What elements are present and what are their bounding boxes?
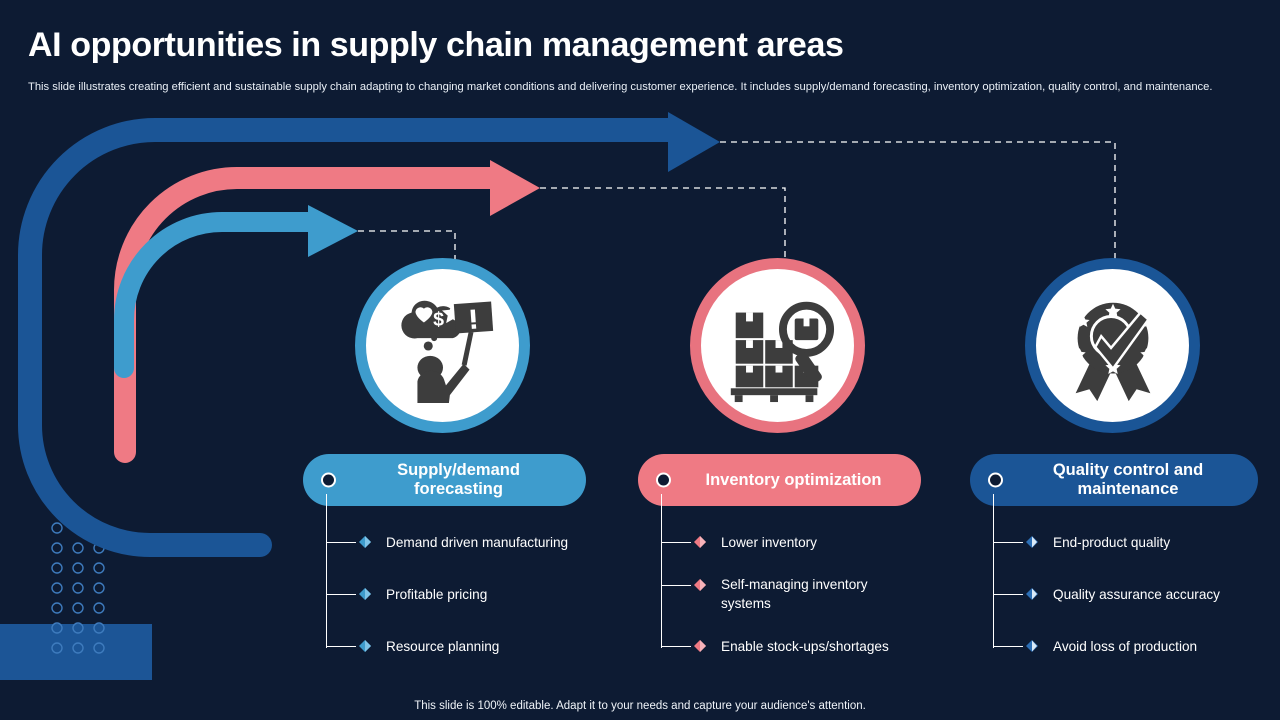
bullet-stem — [326, 645, 356, 647]
diamond-arrow-icon — [691, 578, 709, 592]
page-subtitle: This slide illustrates creating efficien… — [28, 81, 1213, 93]
pill-node-dot-3 — [988, 472, 1003, 488]
diamond-arrow-icon — [356, 587, 374, 601]
bullet-stem — [993, 645, 1023, 647]
list-item[interactable]: Demand driven manufacturing — [326, 532, 568, 552]
bullet-stem — [326, 541, 356, 543]
bullet-text: Quality assurance accuracy — [1053, 586, 1220, 602]
bullet-text: Avoid loss of production — [1053, 638, 1198, 654]
list-item[interactable]: Lower inventory — [661, 532, 817, 552]
bullet-text: Resource planning — [386, 638, 500, 654]
bullet-text: Lower inventory — [721, 534, 817, 550]
bullet-spine-1 — [326, 494, 327, 648]
bullet-stem — [661, 645, 691, 647]
list-item[interactable]: Profitable pricing — [326, 584, 487, 604]
list-item[interactable]: Self-managing inventory systems — [661, 575, 868, 611]
boxes-magnifier-icon — [719, 287, 837, 405]
inner-light-blue-arrowhead — [308, 205, 358, 257]
bullet-text: Profitable pricing — [386, 586, 488, 602]
pill-supply-demand-forecasting[interactable]: Supply/demand forecasting — [303, 454, 586, 506]
footer-note: This slide is 100% editable. Adapt it to… — [414, 700, 866, 712]
icon-circle-inventory-optimization[interactable] — [690, 258, 865, 433]
bullet-stem — [661, 541, 691, 543]
pill-inventory-optimization[interactable]: Inventory optimization — [638, 454, 921, 506]
bullet-text: Enable stock-ups/shortages — [721, 638, 889, 654]
icon-circle-quality-control-and-maintenance[interactable] — [1025, 258, 1200, 433]
diamond-arrow-icon — [356, 639, 374, 653]
outer-dark-blue-arrowhead — [668, 112, 720, 172]
bullet-stem — [993, 541, 1023, 543]
pill-label-3: Quality control and maintenance — [1052, 461, 1204, 498]
demand-forecast-person-icon: $ — [384, 287, 502, 405]
bullet-stem — [326, 593, 356, 595]
dashed-connector-col1 — [358, 230, 456, 268]
diamond-arrow-icon — [1023, 587, 1041, 601]
middle-pink-arrowhead — [490, 160, 540, 216]
bullet-spine-3 — [993, 494, 994, 648]
list-item[interactable]: Quality assurance accuracy — [993, 584, 1220, 604]
diamond-arrow-icon — [1023, 639, 1041, 653]
page-title: AI opportunities in supply chain managem… — [28, 26, 844, 64]
pill-node-dot-2 — [656, 472, 671, 488]
bullet-stem — [661, 584, 691, 586]
dashed-connector-col2 — [540, 187, 786, 266]
bullet-text: Self-managing inventory systems — [721, 577, 868, 611]
bullet-spine-2 — [661, 494, 662, 648]
list-item[interactable]: Enable stock-ups/shortages — [661, 636, 889, 656]
quality-badge-check-icon — [1054, 287, 1172, 405]
list-item[interactable]: Resource planning — [326, 636, 499, 656]
diamond-arrow-icon — [691, 535, 709, 549]
list-item[interactable]: End-product quality — [993, 532, 1170, 552]
outer-dark-blue-arrow — [18, 118, 687, 557]
diamond-arrow-icon — [356, 535, 374, 549]
list-item[interactable]: Avoid loss of production — [993, 636, 1197, 656]
dashed-connector-col3 — [720, 141, 1116, 265]
diamond-arrow-icon — [1023, 535, 1041, 549]
inner-light-blue-arrow — [114, 212, 322, 378]
bullet-stem — [993, 593, 1023, 595]
pill-quality-control-and-maintenance[interactable]: Quality control and maintenance — [970, 454, 1258, 506]
svg-text:$: $ — [433, 308, 444, 330]
pill-node-dot-1 — [321, 472, 336, 488]
pill-label-2: Inventory optimization — [705, 470, 882, 489]
diamond-arrow-icon — [691, 639, 709, 653]
icon-circle-supply-demand-forecasting[interactable]: $ — [355, 258, 530, 433]
pill-label-1: Supply/demand forecasting — [397, 461, 520, 498]
bullet-text: Demand driven manufacturing — [386, 534, 569, 550]
bullet-text: End-product quality — [1053, 534, 1171, 550]
